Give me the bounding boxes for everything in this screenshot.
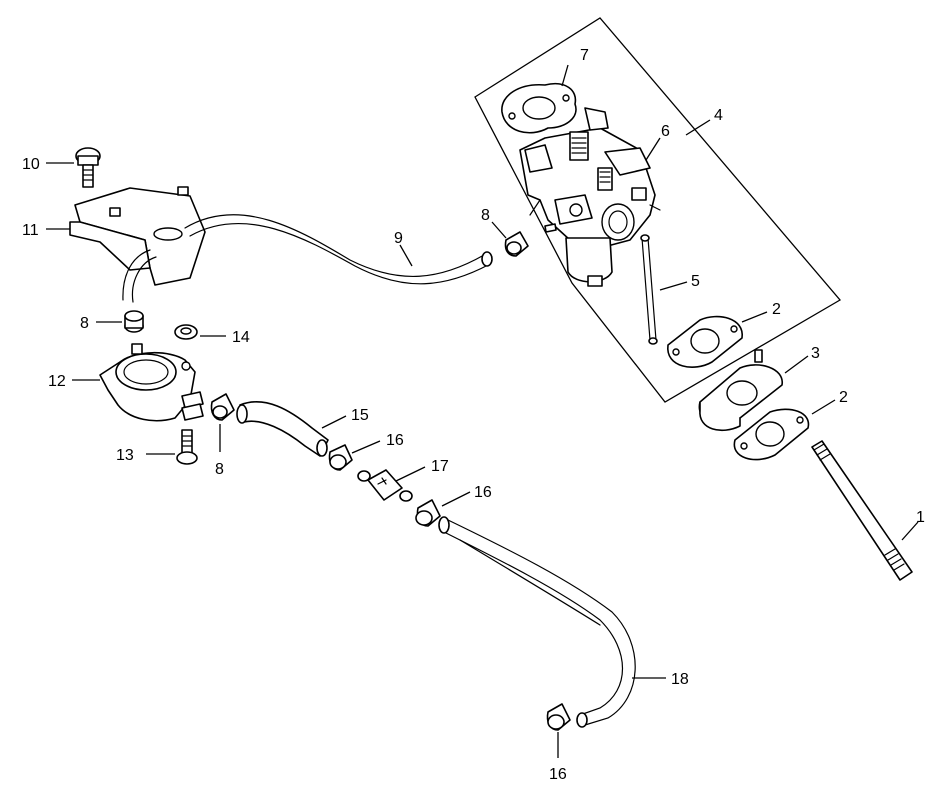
fuel-tank-bracket-part-11 xyxy=(69,186,206,286)
hose-clamp-part-16-c xyxy=(546,703,571,731)
label-part-8-top: 8 xyxy=(481,207,490,224)
label-part-4: 4 xyxy=(714,107,723,124)
label-part-2-lower: 2 xyxy=(839,389,848,406)
label-part-3: 3 xyxy=(811,345,820,362)
label-part-1: 1 xyxy=(916,509,925,526)
label-part-16-a: 16 xyxy=(386,432,404,449)
label-part-12: 12 xyxy=(48,373,66,390)
hose-clamp-part-8-bottom xyxy=(210,393,235,421)
label-part-16-c: 16 xyxy=(549,766,567,783)
label-part-9: 9 xyxy=(394,230,403,247)
fuel-cock-part-12 xyxy=(99,343,204,422)
washer-part-14 xyxy=(174,324,198,340)
fuel-line-part-18 xyxy=(438,516,636,728)
gasket-part-2-upper xyxy=(667,315,743,368)
fuel-line-part-9 xyxy=(184,214,493,285)
label-part-15: 15 xyxy=(351,407,369,424)
label-part-10: 10 xyxy=(22,156,40,173)
label-part-14: 14 xyxy=(232,329,250,346)
screw-part-13 xyxy=(176,429,198,465)
hose-clamp-part-8-top xyxy=(504,231,529,257)
drain-tube-part-5 xyxy=(640,234,658,345)
label-part-17: 17 xyxy=(431,458,449,475)
label-part-11: 11 xyxy=(22,222,39,239)
part-labels: 1 2 2 3 4 5 6 7 8 8 8 9 10 11 12 13 14 1… xyxy=(22,47,925,783)
hose-part-15 xyxy=(236,401,329,457)
label-part-16-b: 16 xyxy=(474,484,492,501)
label-part-8-bottom: 8 xyxy=(215,461,224,478)
label-part-2-upper: 2 xyxy=(772,301,781,318)
gasket-part-2-lower xyxy=(733,408,810,461)
bolt-part-10 xyxy=(75,147,101,188)
label-part-6: 6 xyxy=(661,123,670,140)
label-part-8-left: 8 xyxy=(80,315,89,332)
label-part-18: 18 xyxy=(671,671,689,688)
hose-clamp-part-16-b xyxy=(415,499,441,527)
fuel-filter-part-17 xyxy=(357,469,413,502)
hose-clamp-part-8-left xyxy=(124,310,144,333)
label-part-5: 5 xyxy=(691,273,700,290)
label-part-13: 13 xyxy=(116,447,134,464)
stud-bolt-part-1 xyxy=(811,440,913,581)
insulator-spacer-part-3 xyxy=(698,349,783,432)
leader-lines xyxy=(46,64,919,758)
hose-clamp-part-16-a xyxy=(328,444,353,471)
carburetor-assembly-frame xyxy=(474,17,841,403)
carburetor-gasket-part-7 xyxy=(501,83,577,134)
label-part-7: 7 xyxy=(580,47,589,64)
carburetor-body xyxy=(519,107,661,287)
